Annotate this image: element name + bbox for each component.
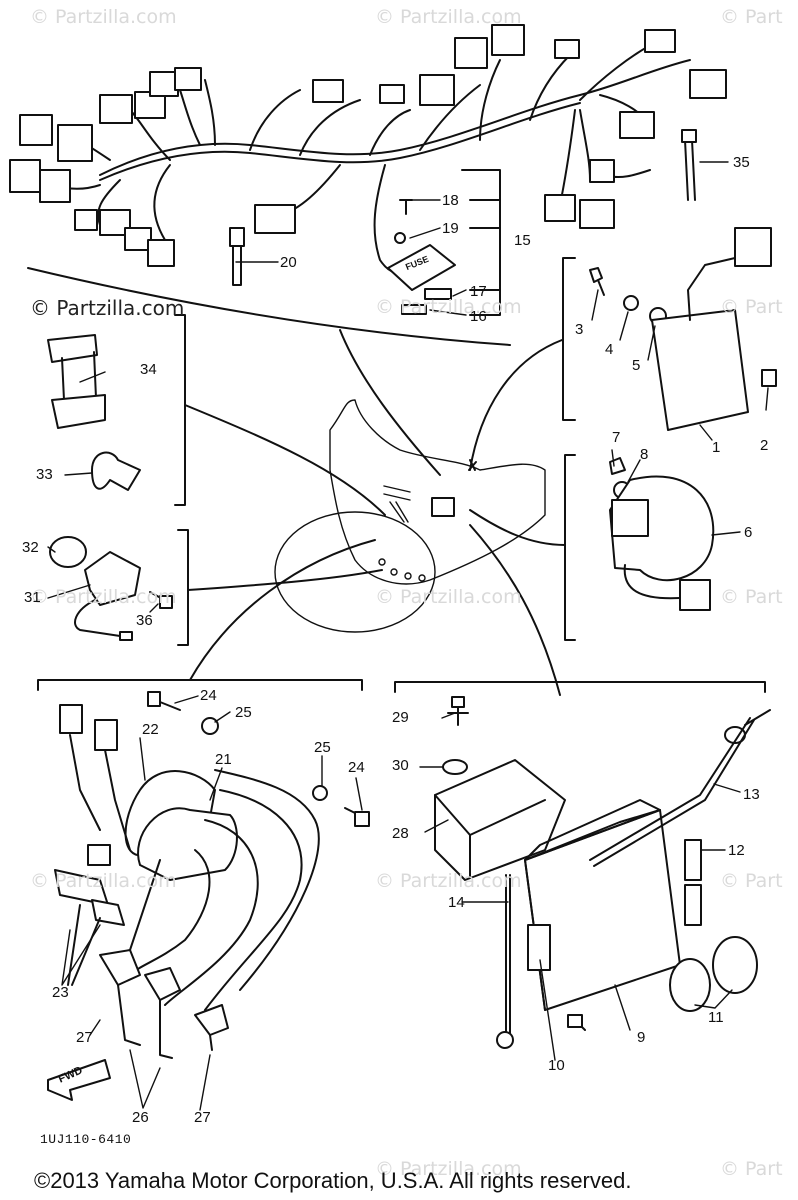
watermark: © Partzilla.com <box>375 586 522 608</box>
callout-18: 18 <box>442 192 459 209</box>
frame-sketch <box>274 399 546 633</box>
callout-8: 8 <box>640 446 649 463</box>
callout-21: 21 <box>215 751 232 768</box>
callout-15: 15 <box>514 232 531 249</box>
callout-11: 11 <box>708 1009 724 1026</box>
callout-14: 14 <box>448 894 465 911</box>
callout-27: 27 <box>76 1029 93 1046</box>
callout-16: 16 <box>470 308 487 325</box>
callout-3: 3 <box>575 321 584 338</box>
callout-4: 4 <box>605 341 614 358</box>
fuse-box <box>387 169 501 316</box>
watermark: © Partzilla.com <box>30 870 177 892</box>
callout-24: 24 <box>200 687 217 704</box>
watermark: © Part <box>720 586 783 608</box>
callout-34: 34 <box>140 361 157 378</box>
watermark: © Partzilla.com <box>375 1158 522 1180</box>
callout-5: 5 <box>632 357 641 374</box>
callout-23: 23 <box>52 984 69 1001</box>
watermark: © Partzilla.com <box>375 6 522 28</box>
callout-25: 25 <box>314 739 331 756</box>
callout-12: 12 <box>728 842 745 859</box>
watermark-main: © Partzilla.com <box>30 296 185 320</box>
battery-group <box>394 680 771 1049</box>
callout-35: 35 <box>733 154 750 171</box>
callout-19: 19 <box>442 220 459 237</box>
watermark: © Part <box>720 6 783 28</box>
callout-7: 7 <box>612 429 621 446</box>
starter-relay-group <box>564 454 715 641</box>
harness-connectors <box>9 24 727 267</box>
rectifier-group <box>562 227 777 431</box>
callout-25: 25 <box>235 704 252 721</box>
callout-32: 32 <box>22 539 39 556</box>
watermark: © Partzilla.com <box>30 6 177 28</box>
callout-2: 2 <box>760 437 769 454</box>
harness-section-outline <box>27 267 511 346</box>
part-35 <box>681 129 697 201</box>
callout-20: 20 <box>280 254 297 271</box>
callout-13: 13 <box>743 786 760 803</box>
diagram-code: 1UJ110-6410 <box>40 1132 132 1147</box>
watermark: © Partzilla.com <box>375 870 522 892</box>
callout-31: 31 <box>24 589 41 606</box>
copyright-notice: ©2013 Yamaha Motor Corporation, U.S.A. A… <box>34 1168 632 1193</box>
watermark: © Part <box>720 296 783 318</box>
callout-27: 27 <box>194 1109 211 1126</box>
watermark: © Part <box>720 1158 783 1180</box>
callout-36: 36 <box>136 612 153 629</box>
callout-leaders <box>47 161 769 1111</box>
watermark: © Partzilla.com <box>375 296 522 318</box>
callout-17: 17 <box>470 283 487 300</box>
callout-22: 22 <box>142 721 159 738</box>
callout-26: 26 <box>132 1109 149 1126</box>
part-20 <box>229 227 245 286</box>
callout-1: 1 <box>712 439 721 456</box>
watermark: © Partzilla.com <box>30 586 177 608</box>
ignition-coil-group <box>37 678 370 1101</box>
callout-33: 33 <box>36 466 53 483</box>
watermark: © Part <box>720 870 783 892</box>
clamp-group <box>47 314 186 506</box>
callout-28: 28 <box>392 825 409 842</box>
callout-30: 30 <box>392 757 409 774</box>
leader-curves <box>184 329 566 696</box>
callout-6: 6 <box>744 524 753 541</box>
callout-29: 29 <box>392 709 409 726</box>
sensor-group <box>49 529 189 646</box>
callout-10: 10 <box>548 1057 565 1074</box>
callout-24: 24 <box>348 759 365 776</box>
callout-9: 9 <box>637 1029 646 1046</box>
